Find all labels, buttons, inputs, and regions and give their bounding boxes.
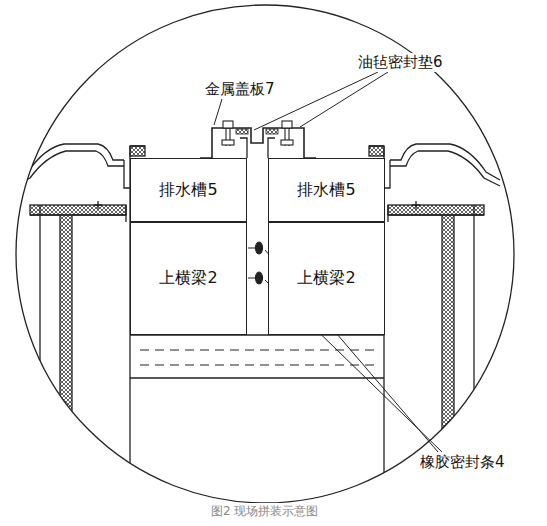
roof-panel: [14, 144, 145, 470]
frame-line: [130, 335, 384, 378]
water-line: [140, 350, 378, 365]
leader-line: [214, 72, 442, 452]
component-box: 排水槽5: [268, 158, 385, 222]
figure-caption: 图2 现场拼装示意图: [208, 503, 321, 520]
cover-plate: [200, 128, 316, 158]
callout-label: 油毡密封垫6: [356, 53, 445, 72]
part-name: 上横梁2: [159, 268, 217, 289]
part-name: 排水槽5: [297, 180, 355, 201]
roof-panel: [369, 144, 500, 470]
part-name: 排水槽5: [159, 180, 217, 201]
part-name: 上横梁2: [297, 268, 355, 289]
detail-circle: [16, 5, 514, 503]
callout-label: 橡胶密封条4: [418, 453, 507, 472]
column-line: [130, 146, 384, 526]
component-box: 排水槽5: [130, 158, 247, 222]
component-box: 上横梁2: [268, 222, 385, 335]
rubber-seal: [248, 242, 263, 284]
bolt: [222, 121, 293, 146]
callout-label: 金属盖板7: [203, 80, 277, 99]
component-box: 上横梁2: [130, 222, 247, 335]
